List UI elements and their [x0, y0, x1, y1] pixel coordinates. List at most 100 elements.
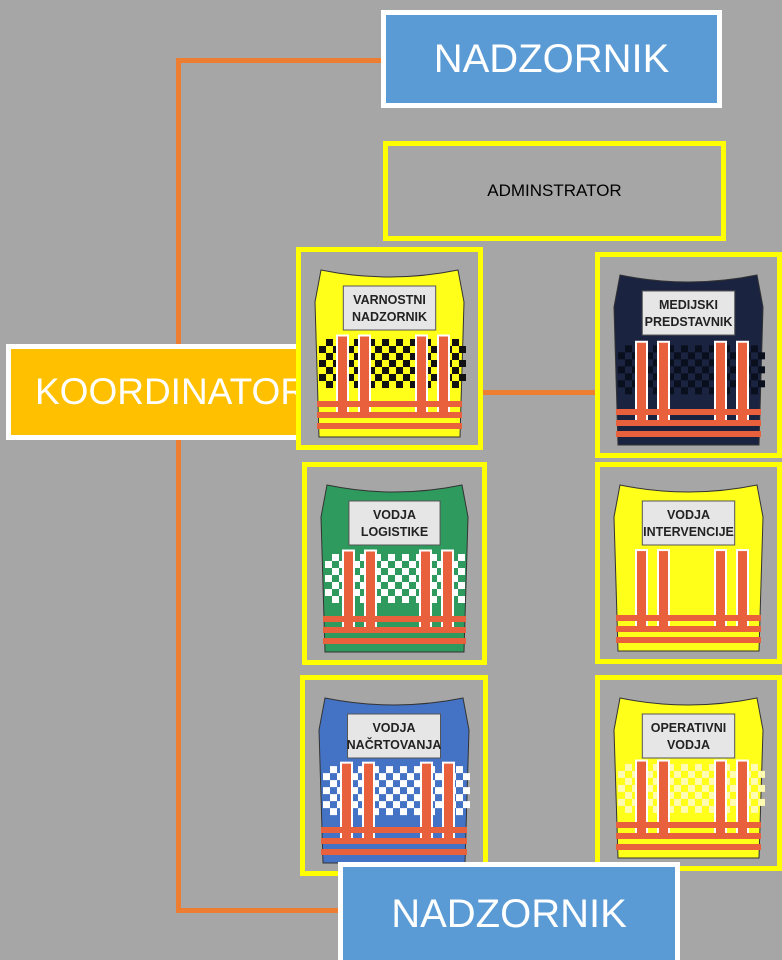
vest-pattern-cell [674, 352, 681, 360]
vest-band [616, 844, 761, 850]
vest-pattern-cell [368, 353, 375, 360]
vest-pattern-cell [332, 596, 339, 603]
vest-pattern-cell [325, 575, 332, 582]
vest-pattern-cell [730, 798, 737, 806]
vest-pattern-cell [414, 808, 421, 816]
vest-pattern-cell [730, 380, 737, 388]
connector-lower-vertical [176, 438, 181, 912]
vest-label-plate [641, 713, 736, 759]
vest-pattern-cell [430, 554, 437, 561]
vest-pattern-cell [625, 805, 632, 813]
vest-pattern-cell [667, 763, 674, 771]
vest-pattern-cell [375, 346, 382, 353]
vest-band [323, 616, 466, 622]
vest-pattern-cell [653, 345, 660, 353]
vest-pattern-cell [388, 568, 395, 575]
vest-label-line1: VODJA [372, 721, 415, 735]
vest-pattern-cell [667, 777, 674, 785]
vest-pattern-cell [674, 770, 681, 778]
vest-pattern-cell [751, 777, 758, 785]
vest-pattern-cell [625, 777, 632, 785]
vest-pattern-cell [389, 360, 396, 367]
vest-pattern-cell [695, 359, 702, 367]
vest-pattern-cell [667, 373, 674, 381]
vest-pattern-cell [360, 582, 367, 589]
vest-pattern-cell [646, 366, 653, 374]
vest-pattern-cell [400, 794, 407, 802]
vest-pattern-cell [435, 801, 442, 809]
vest-pattern-cell [396, 367, 403, 374]
vest-pattern-cell [681, 791, 688, 799]
vest-pattern-cell [730, 770, 737, 778]
vest-pattern-cell [456, 766, 463, 774]
vest-pattern-cell [459, 374, 466, 381]
vest-pattern-cell [354, 367, 361, 374]
vest-pattern-cell [400, 780, 407, 788]
vest-pattern-cell [402, 582, 409, 589]
coordinator-box: KOORDINATOR [6, 344, 316, 440]
vest-pattern-cell [653, 777, 660, 785]
vest-pattern-cell [681, 387, 688, 395]
vest-pattern-cell [709, 763, 716, 771]
vest-pattern-cell [709, 791, 716, 799]
vest-pattern-cell [667, 387, 674, 395]
vest-pattern-cell [407, 801, 414, 809]
vest-pattern-cell [330, 780, 337, 788]
vest-pattern-cell [354, 353, 361, 360]
vest-pattern-cell [435, 773, 442, 781]
vest-pattern-cell [374, 596, 381, 603]
vest-pattern-cell [618, 770, 625, 778]
vest-label-line2: PREDSTAVNIK [645, 315, 733, 329]
vest-label-plate [641, 500, 736, 546]
vest-pattern-cell [372, 766, 379, 774]
vest-pattern-cell [674, 798, 681, 806]
vest-pattern-cell [459, 360, 466, 367]
vest-pattern-cell [702, 784, 709, 792]
supervisor-top-label: NADZORNIK [433, 36, 670, 81]
vest-pattern-cell [688, 366, 695, 374]
vest-pattern-cell [751, 791, 758, 799]
vest-pattern-cell [751, 345, 758, 353]
vest-pattern-cell [353, 589, 360, 596]
vest-pattern-cell [326, 367, 333, 374]
vest-pattern-cell [751, 359, 758, 367]
vest-pattern-cell [458, 582, 465, 589]
vest-pattern-cell [393, 773, 400, 781]
vest-pattern-cell [323, 787, 330, 795]
vest-pattern-cell [372, 794, 379, 802]
vest-pattern-cell [414, 780, 421, 788]
vest-pattern-cell [403, 346, 410, 353]
vest-pattern-cell [730, 366, 737, 374]
vest-pattern-cell [431, 346, 438, 353]
vest-label-plate [347, 713, 441, 759]
vest-pattern-cell [354, 339, 361, 346]
vest-pattern-cell [388, 554, 395, 561]
vest-pattern-cell [354, 381, 361, 388]
vest-pattern-cell [758, 784, 765, 792]
vest-label-line1: VODJA [667, 508, 710, 522]
vest-pattern-cell [667, 345, 674, 353]
vest-pattern-cell [410, 339, 417, 346]
vest-pattern-cell [625, 763, 632, 771]
vest-pattern-cell [463, 787, 470, 795]
vest-pattern-cell [674, 784, 681, 792]
vest-pattern-cell [709, 373, 716, 381]
vest-pattern-cell [618, 352, 625, 360]
vest-pattern-cell [368, 381, 375, 388]
vest-pattern-cell [653, 373, 660, 381]
vest-pattern-cell [451, 589, 458, 596]
vest-pattern-cell [751, 805, 758, 813]
vest-pattern-cell [403, 360, 410, 367]
vest-pattern-cell [332, 568, 339, 575]
vest-pattern-cell [395, 575, 402, 582]
vest-pattern-cell [625, 345, 632, 353]
connector-top-horizontal [176, 58, 383, 63]
vest-pattern-cell [653, 763, 660, 771]
vest-pattern-cell [400, 766, 407, 774]
vest-pattern-cell [396, 339, 403, 346]
vest-pattern-cell [758, 380, 765, 388]
